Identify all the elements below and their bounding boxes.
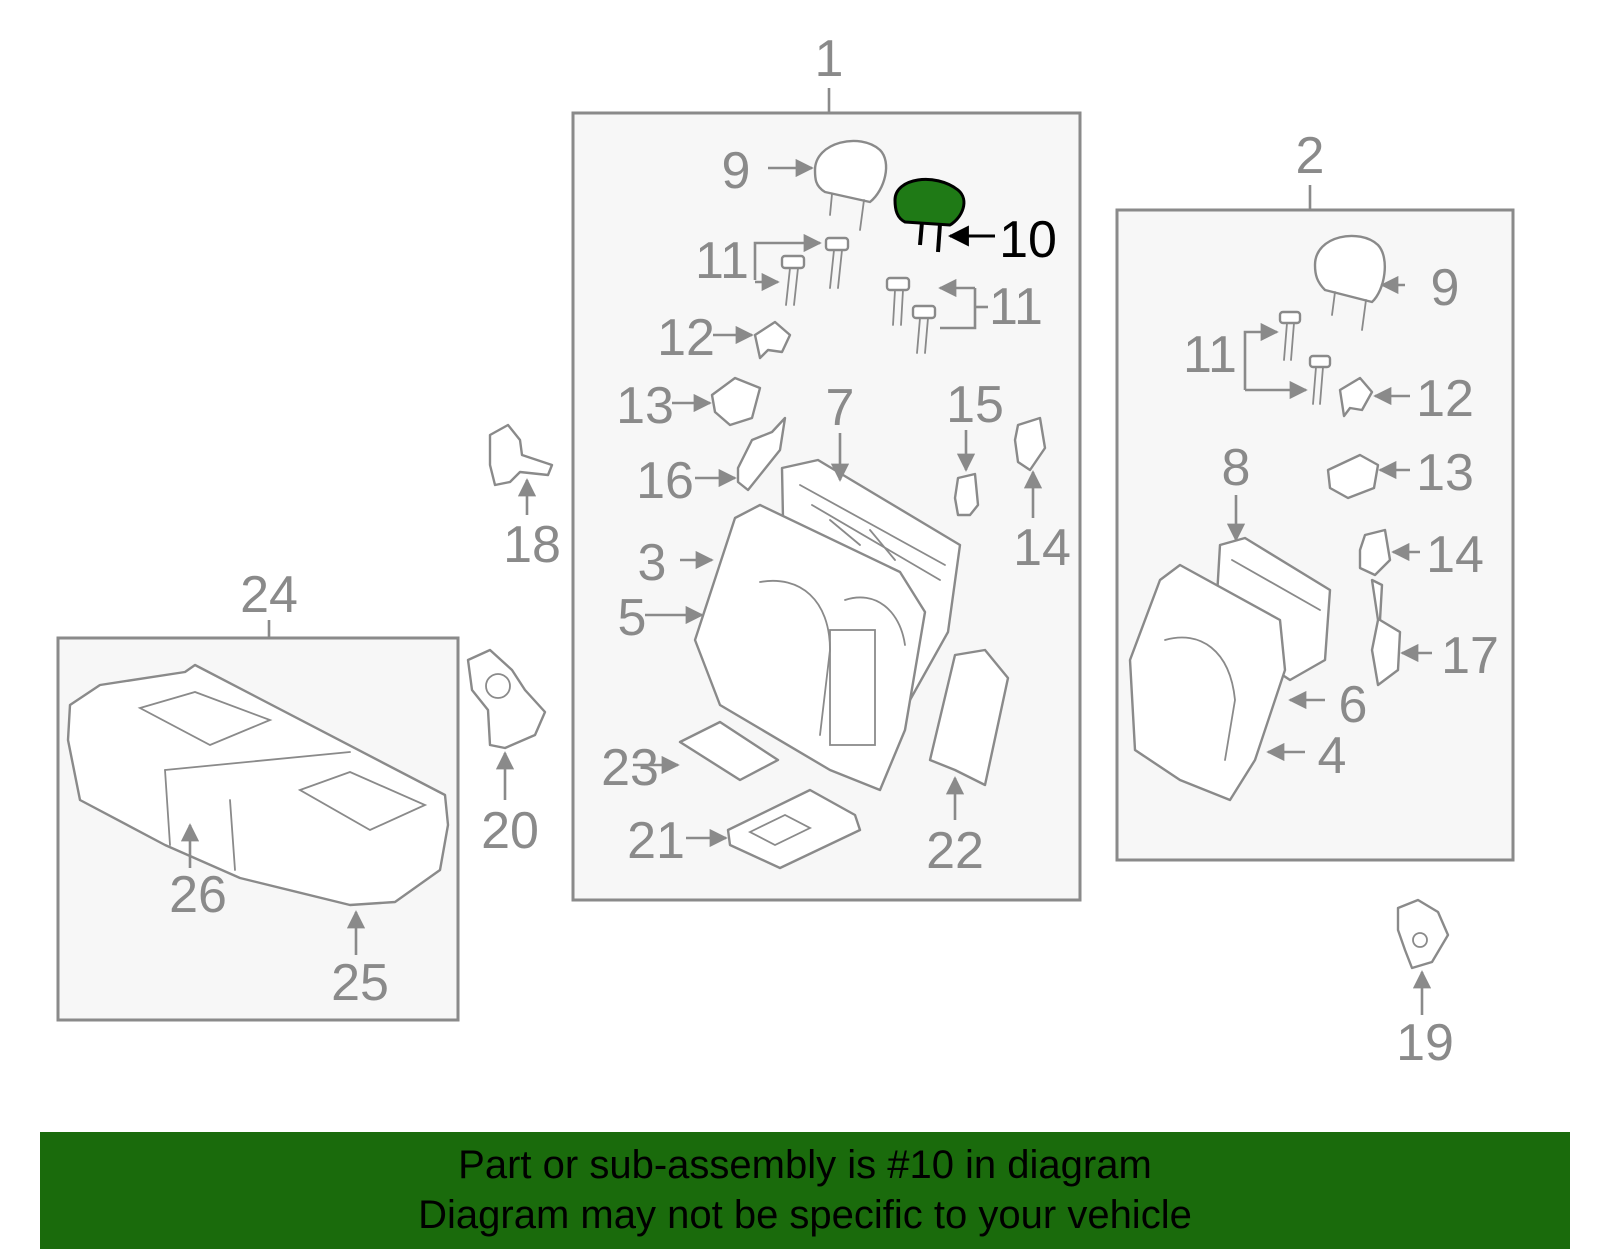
latch-part-17 (1370, 578, 1402, 687)
callout-11-box2: 11 (1183, 326, 1237, 384)
bezel-part-14-left (1013, 416, 1047, 472)
callout-19: 19 (1396, 1014, 1454, 1072)
bracket-part-18 (488, 423, 554, 487)
callout-18: 18 (503, 516, 561, 574)
headrest-guide-part-11-left (780, 236, 850, 306)
callout-25: 25 (331, 954, 389, 1012)
callout-23: 23 (601, 739, 659, 797)
callout-9-right: 9 (1431, 259, 1460, 317)
bracket-part-20 (466, 648, 547, 750)
headrest-part-10-highlighted (893, 177, 966, 253)
callout-5: 5 (618, 589, 647, 647)
callout-14-right: 14 (1426, 526, 1484, 584)
clip-part-12 (753, 320, 792, 360)
callout-7: 7 (826, 379, 855, 437)
callout-10: 10 (999, 211, 1057, 269)
headrest-part-9 (813, 139, 888, 231)
callout-8: 8 (1222, 439, 1251, 497)
seat-cushion-part-26 (66, 663, 450, 907)
cover-part-23 (678, 720, 780, 782)
callout-6: 6 (1339, 676, 1368, 734)
callout-12-left: 12 (657, 309, 715, 367)
callout-21: 21 (627, 812, 685, 870)
callout-13-left: 13 (616, 377, 674, 435)
clip-part-12-right (1338, 376, 1374, 418)
callout-13-right: 13 (1416, 444, 1474, 502)
callout-9-left: 9 (722, 142, 751, 200)
callout-11-left: 11 (695, 232, 749, 290)
callout-16: 16 (636, 452, 694, 510)
callout-15: 15 (946, 376, 1004, 434)
callout-11-right: 11 (989, 278, 1043, 336)
banner-line-2: Diagram may not be specific to your vehi… (418, 1193, 1192, 1237)
callout-17: 17 (1441, 627, 1499, 685)
headrest-guide-part-11-right (885, 276, 937, 354)
clip-part-15 (953, 472, 980, 517)
headrest-part-9-right (1313, 234, 1386, 331)
callout-4: 4 (1318, 727, 1347, 785)
seatback-cover-part-4 (1128, 563, 1287, 802)
bracket-part-13-left (710, 376, 762, 427)
bezel-part-14-right (1358, 528, 1392, 577)
callout-24: 24 (240, 566, 298, 624)
callout-2: 2 (1296, 127, 1325, 185)
latch-part-16 (736, 416, 787, 492)
callout-14-left: 14 (1013, 519, 1071, 577)
callout-3: 3 (638, 534, 667, 592)
callout-26: 26 (169, 866, 227, 924)
callout-1: 1 (815, 30, 844, 88)
callout-22: 22 (926, 822, 984, 880)
armrest-part-21 (726, 788, 862, 870)
callout-20: 20 (481, 802, 539, 860)
seat-parts-diagram: 1 2 24 9 10 11 11 (56, 30, 1515, 1072)
callout-12-right: 12 (1416, 370, 1474, 428)
banner-line-1: Part or sub-assembly is #10 in diagram (458, 1143, 1152, 1187)
seatback-cover-part-3 (693, 503, 927, 792)
panel-part-22 (928, 648, 1010, 787)
info-banner: Part or sub-assembly is #10 in diagram D… (40, 1132, 1570, 1249)
headrest-guide-part-11-right-box (1278, 310, 1332, 405)
bracket-part-19 (1396, 898, 1450, 970)
bracket-part-13-right (1326, 453, 1380, 500)
